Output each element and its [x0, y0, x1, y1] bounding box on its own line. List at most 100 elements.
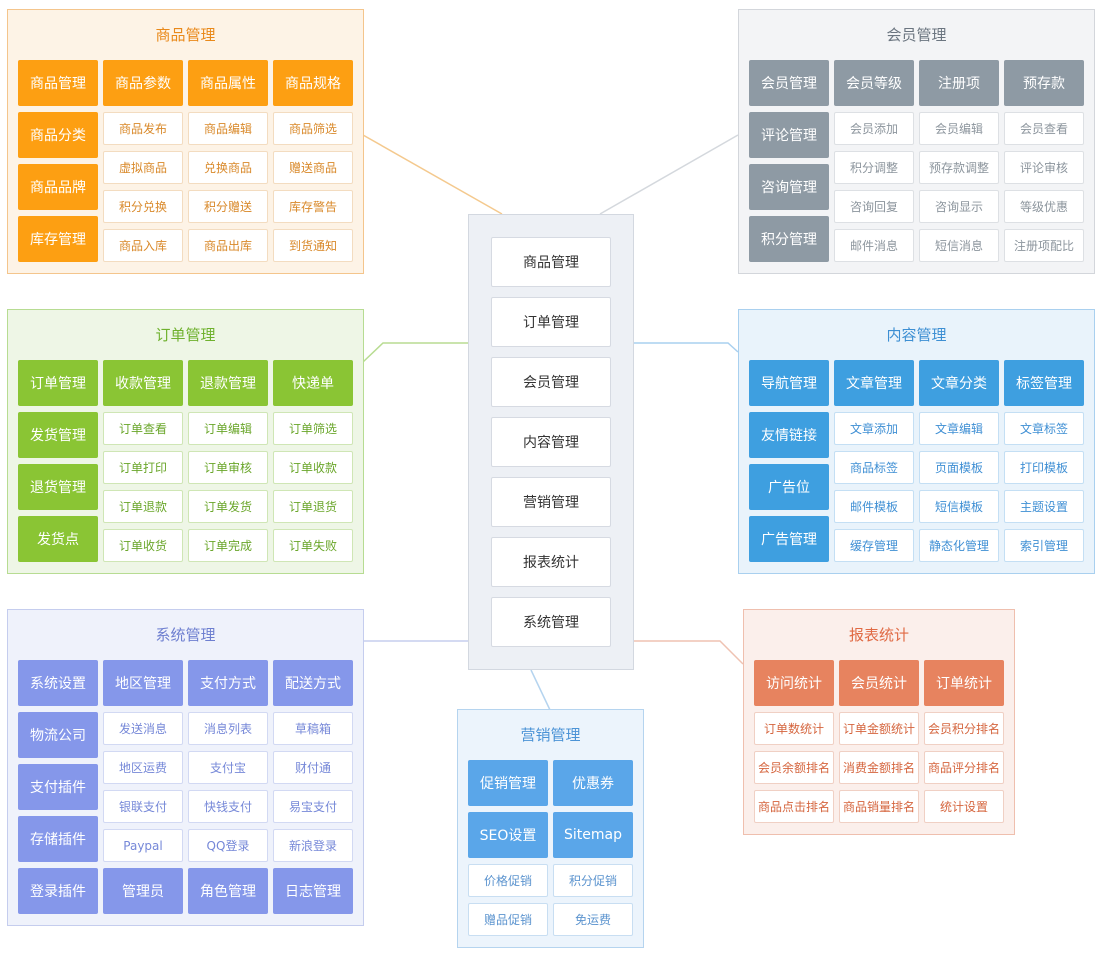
function-link[interactable]: 咨询显示	[919, 190, 999, 223]
module-button[interactable]: 角色管理	[188, 868, 268, 914]
module-button[interactable]: 订单管理	[18, 360, 98, 406]
function-link[interactable]: 咨询回复	[834, 190, 914, 223]
function-link[interactable]: 订单失败	[273, 529, 353, 562]
function-link[interactable]: 注册项配比	[1004, 229, 1084, 262]
function-link[interactable]: 邮件模板	[834, 490, 914, 523]
module-button[interactable]: 文章管理	[834, 360, 914, 406]
module-button[interactable]: 商品分类	[18, 112, 98, 158]
function-link[interactable]: 商品编辑	[188, 112, 268, 145]
module-button[interactable]: 促销管理	[468, 760, 548, 806]
function-link[interactable]: Paypal	[103, 829, 183, 862]
function-link[interactable]: 邮件消息	[834, 229, 914, 262]
module-button[interactable]: 访问统计	[754, 660, 834, 706]
function-link[interactable]: 积分促销	[553, 864, 633, 897]
module-button[interactable]: 积分管理	[749, 216, 829, 262]
function-link[interactable]: 支付宝	[188, 751, 268, 784]
module-button[interactable]: 订单统计	[924, 660, 1004, 706]
function-link[interactable]: 页面模板	[919, 451, 999, 484]
module-button[interactable]: 系统设置	[18, 660, 98, 706]
module-button[interactable]: 导航管理	[749, 360, 829, 406]
module-button[interactable]: 会员管理	[749, 60, 829, 106]
function-link[interactable]: 到货通知	[273, 229, 353, 262]
function-link[interactable]: 订单退货	[273, 490, 353, 523]
module-button[interactable]: 商品属性	[188, 60, 268, 106]
function-link[interactable]: QQ登录	[188, 829, 268, 862]
module-button[interactable]: 配送方式	[273, 660, 353, 706]
function-link[interactable]: 订单打印	[103, 451, 183, 484]
module-button[interactable]: SEO设置	[468, 812, 548, 858]
module-button[interactable]: 商品参数	[103, 60, 183, 106]
function-link[interactable]: 等级优惠	[1004, 190, 1084, 223]
module-button[interactable]: 广告管理	[749, 516, 829, 562]
module-button[interactable]: 物流公司	[18, 712, 98, 758]
nav-item[interactable]: 报表统计	[491, 537, 611, 587]
function-link[interactable]: 主题设置	[1004, 490, 1084, 523]
module-button[interactable]: 友情链接	[749, 412, 829, 458]
function-link[interactable]: 会员编辑	[919, 112, 999, 145]
function-link[interactable]: 订单发货	[188, 490, 268, 523]
module-button[interactable]: 商品管理	[18, 60, 98, 106]
module-button[interactable]: 优惠券	[553, 760, 633, 806]
module-button[interactable]: 退款管理	[188, 360, 268, 406]
function-link[interactable]: 免运费	[553, 903, 633, 936]
nav-item[interactable]: 系统管理	[491, 597, 611, 647]
function-link[interactable]: 商品评分排名	[924, 751, 1004, 784]
function-link[interactable]: 银联支付	[103, 790, 183, 823]
function-link[interactable]: 商品点击排名	[754, 790, 834, 823]
function-link[interactable]: 订单编辑	[188, 412, 268, 445]
function-link[interactable]: 赠品促销	[468, 903, 548, 936]
function-link[interactable]: 财付通	[273, 751, 353, 784]
function-link[interactable]: 兑换商品	[188, 151, 268, 184]
function-link[interactable]: 地区运费	[103, 751, 183, 784]
function-link[interactable]: 积分赠送	[188, 190, 268, 223]
function-link[interactable]: 商品标签	[834, 451, 914, 484]
nav-item[interactable]: 会员管理	[491, 357, 611, 407]
nav-item[interactable]: 订单管理	[491, 297, 611, 347]
function-link[interactable]: 统计设置	[924, 790, 1004, 823]
function-link[interactable]: 积分调整	[834, 151, 914, 184]
function-link[interactable]: 文章编辑	[919, 412, 999, 445]
module-button[interactable]: 商品品牌	[18, 164, 98, 210]
module-button[interactable]: 会员等级	[834, 60, 914, 106]
function-link[interactable]: 虚拟商品	[103, 151, 183, 184]
function-link[interactable]: 订单金额统计	[839, 712, 919, 745]
module-button[interactable]: 退货管理	[18, 464, 98, 510]
function-link[interactable]: 订单筛选	[273, 412, 353, 445]
function-link[interactable]: 会员查看	[1004, 112, 1084, 145]
function-link[interactable]: 评论审核	[1004, 151, 1084, 184]
module-button[interactable]: 收款管理	[103, 360, 183, 406]
module-button[interactable]: 支付插件	[18, 764, 98, 810]
module-button[interactable]: 库存管理	[18, 216, 98, 262]
function-link[interactable]: 价格促销	[468, 864, 548, 897]
function-link[interactable]: 静态化管理	[919, 529, 999, 562]
module-button[interactable]: 发货点	[18, 516, 98, 562]
function-link[interactable]: 积分兑换	[103, 190, 183, 223]
module-button[interactable]: 咨询管理	[749, 164, 829, 210]
nav-item[interactable]: 内容管理	[491, 417, 611, 467]
function-link[interactable]: 会员积分排名	[924, 712, 1004, 745]
function-link[interactable]: 易宝支付	[273, 790, 353, 823]
function-link[interactable]: 订单收货	[103, 529, 183, 562]
module-button[interactable]: 日志管理	[273, 868, 353, 914]
nav-item[interactable]: 营销管理	[491, 477, 611, 527]
function-link[interactable]: 会员添加	[834, 112, 914, 145]
function-link[interactable]: 订单数统计	[754, 712, 834, 745]
module-button[interactable]: 快递单	[273, 360, 353, 406]
module-button[interactable]: 标签管理	[1004, 360, 1084, 406]
module-button[interactable]: 管理员	[103, 868, 183, 914]
function-link[interactable]: 商品筛选	[273, 112, 353, 145]
function-link[interactable]: 订单审核	[188, 451, 268, 484]
function-link[interactable]: 新浪登录	[273, 829, 353, 862]
function-link[interactable]: 订单退款	[103, 490, 183, 523]
module-button[interactable]: 登录插件	[18, 868, 98, 914]
module-button[interactable]: 存储插件	[18, 816, 98, 862]
function-link[interactable]: 文章添加	[834, 412, 914, 445]
function-link[interactable]: 短信模板	[919, 490, 999, 523]
module-button[interactable]: Sitemap	[553, 812, 633, 858]
module-button[interactable]: 商品规格	[273, 60, 353, 106]
module-button[interactable]: 广告位	[749, 464, 829, 510]
nav-item[interactable]: 商品管理	[491, 237, 611, 287]
function-link[interactable]: 消费金额排名	[839, 751, 919, 784]
module-button[interactable]: 评论管理	[749, 112, 829, 158]
function-link[interactable]: 订单完成	[188, 529, 268, 562]
